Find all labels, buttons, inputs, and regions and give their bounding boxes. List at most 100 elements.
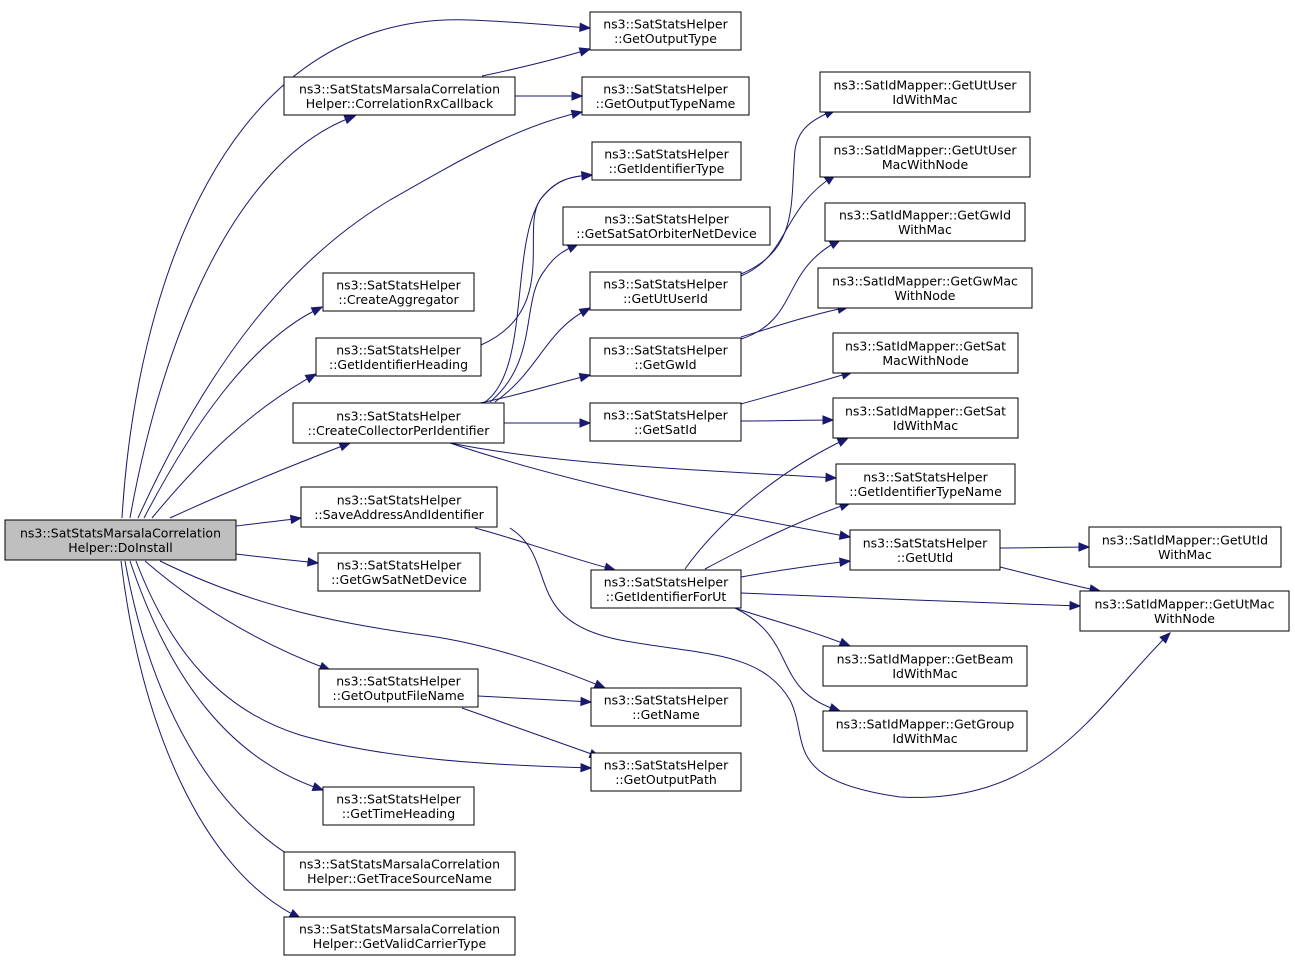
- edge-getutuserid-to-m_utuseridmac: [740, 109, 837, 275]
- node-getsatid[interactable]: ns3::SatStatsHelper::GetSatId: [589, 402, 742, 442]
- node-box: [581, 76, 750, 116]
- node-getoutputfilename[interactable]: ns3::SatStatsHelper::GetOutputFileName: [318, 668, 479, 708]
- node-box: [322, 272, 475, 312]
- node-label-line: IdWithMac: [892, 92, 957, 107]
- arrow-head-icon: [839, 557, 852, 567]
- edge-doinstall-to-getoutputtype: [121, 19, 592, 519]
- node-box: [589, 402, 742, 442]
- node-label-line: Helper::GetTraceSourceName: [307, 871, 492, 886]
- arrow-head-icon: [580, 762, 593, 773]
- edge-line: [740, 174, 836, 277]
- node-createaggregator[interactable]: ns3::SatStatsHelper::CreateAggregator: [322, 272, 475, 312]
- node-label-line: Helper::GetValidCarrierType: [313, 936, 487, 951]
- node-getvalidcarrier[interactable]: ns3::SatStatsMarsalaCorrelationHelper::G…: [283, 916, 516, 956]
- edge-line: [509, 527, 1171, 798]
- node-getidtypename[interactable]: ns3::SatStatsHelper::GetIdentifierTypeNa…: [835, 463, 1016, 505]
- edge-line: [740, 306, 849, 338]
- arrow-head-icon: [338, 442, 352, 452]
- arrow-head-icon: [822, 415, 835, 425]
- edge-line: [159, 560, 606, 689]
- node-label-line: ns3::SatIdMapper::GetGwMac: [832, 273, 1018, 288]
- edge-line: [740, 109, 836, 275]
- node-label-line: ns3::SatStatsHelper: [603, 16, 728, 31]
- node-label-line: ns3::SatStatsMarsalaCorrelation: [299, 856, 500, 871]
- edge-line: [169, 442, 351, 519]
- node-label-line: ::GetIdentifierForUt: [606, 589, 727, 604]
- node-label-line: ns3::SatStatsHelper: [604, 211, 729, 226]
- edge-saveaddr-to-m_utmacnode: [509, 527, 1171, 798]
- node-label-line: ns3::SatStatsMarsalaCorrelation: [20, 525, 221, 540]
- arrow-head-icon: [310, 306, 324, 316]
- node-label-line: ns3::SatStatsHelper: [603, 342, 728, 357]
- node-getoutputpath[interactable]: ns3::SatStatsHelper::GetOutputPath: [590, 752, 742, 792]
- edge-getidforut-to-m_utmacnode: [740, 592, 1082, 611]
- edge-createcollector-to-getidtype: [484, 171, 594, 403]
- node-label-line: ns3::SatStatsHelper: [336, 673, 461, 688]
- node-gettracesource[interactable]: ns3::SatStatsMarsalaCorrelationHelper::G…: [283, 851, 516, 891]
- node-label-line: ns3::SatStatsHelper: [604, 574, 729, 589]
- node-box: [589, 11, 742, 51]
- function-nodes: ns3::SatStatsMarsalaCorrelationHelper::D…: [4, 11, 1290, 956]
- node-doinstall: ns3::SatStatsMarsalaCorrelationHelper::D…: [4, 519, 237, 561]
- node-saveaddr[interactable]: ns3::SatStatsHelper::SaveAddressAndIdent…: [300, 486, 498, 528]
- node-box: [849, 529, 1001, 571]
- arrow-head-icon: [343, 115, 357, 125]
- node-getsatorbiter[interactable]: ns3::SatStatsHelper::GetSatSatOrbiterNet…: [562, 206, 771, 246]
- node-getutid[interactable]: ns3::SatStatsHelper::GetUtId: [849, 529, 1001, 571]
- node-box: [317, 552, 481, 592]
- node-box: [824, 202, 1026, 242]
- node-getidforut[interactable]: ns3::SatStatsHelper::GetIdentifierForUt: [590, 569, 742, 609]
- edge-line: [484, 174, 593, 403]
- node-getgwid[interactable]: ns3::SatStatsHelper::GetGwId: [589, 337, 742, 377]
- node-label-line: ns3::SatStatsHelper: [863, 469, 988, 484]
- edge-getidforut-to-getutid: [740, 557, 852, 578]
- node-corrrx[interactable]: ns3::SatStatsMarsalaCorrelationHelper::C…: [283, 76, 516, 116]
- node-getgwsatnet[interactable]: ns3::SatStatsHelper::GetGwSatNetDevice: [317, 552, 481, 592]
- node-label-line: ns3::SatStatsHelper: [336, 791, 461, 806]
- edge-doinstall-to-getgwsatnet: [235, 553, 320, 567]
- node-getoutputtypename[interactable]: ns3::SatStatsHelper::GetOutputTypeName: [581, 76, 750, 116]
- node-gettimeheading[interactable]: ns3::SatStatsHelper::GetTimeHeading: [322, 786, 475, 826]
- node-box: [832, 332, 1019, 374]
- edge-line: [129, 115, 356, 519]
- arrow-head-icon: [580, 696, 593, 707]
- edge-line: [740, 371, 853, 405]
- edge-line: [135, 560, 592, 769]
- arrow-head-icon: [578, 47, 592, 57]
- node-getoutputtype[interactable]: ns3::SatStatsHelper::GetOutputType: [589, 11, 742, 51]
- node-label-line: ns3::SatIdMapper::GetUtUser: [833, 77, 1017, 92]
- edge-line: [151, 373, 317, 519]
- node-getname[interactable]: ns3::SatStatsHelper::GetName: [590, 687, 742, 727]
- edge-line: [740, 560, 851, 578]
- edge-getidforut-to-m_beamidmac: [734, 607, 852, 647]
- node-label-line: ns3::SatStatsHelper: [337, 492, 462, 507]
- node-createcollector[interactable]: ns3::SatStatsHelper::CreateCollectorPerI…: [292, 402, 505, 444]
- arrow-head-icon: [581, 171, 594, 181]
- node-box: [1079, 590, 1290, 632]
- node-label-line: WithNode: [894, 288, 955, 303]
- node-box: [300, 486, 498, 528]
- edge-line: [137, 111, 583, 519]
- edge-line: [144, 560, 331, 671]
- node-label-line: ns3::SatStatsMarsalaCorrelation: [299, 921, 500, 936]
- edge-doinstall-to-getoutputtypename: [137, 109, 584, 519]
- node-label-line: ::GetOutputType: [614, 31, 717, 46]
- node-getidheading[interactable]: ns3::SatStatsHelper::GetIdentifierHeadin…: [315, 337, 482, 377]
- node-box: [590, 752, 742, 792]
- node-label-line: ::GetOutputFileName: [333, 688, 465, 703]
- edge-line: [477, 695, 592, 703]
- edge-line: [449, 442, 851, 538]
- node-getidtype[interactable]: ns3::SatStatsHelper::GetIdentifierType: [591, 141, 742, 181]
- node-getutuserid[interactable]: ns3::SatStatsHelper::GetUtUserId: [589, 271, 742, 311]
- edge-line: [143, 306, 323, 519]
